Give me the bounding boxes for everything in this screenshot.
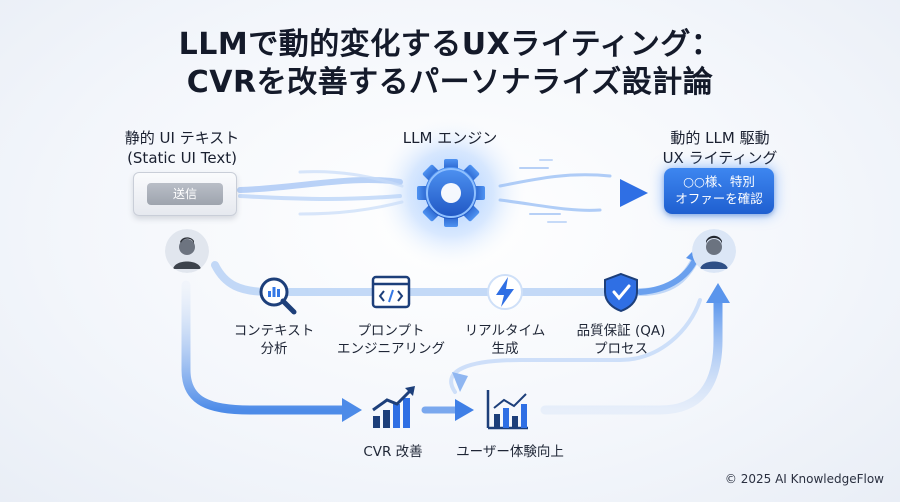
- step-label-prompt-line-1: プロンプト: [357, 323, 425, 339]
- page-title: LLMで動的変化するUXライティング： CVRを改善するパーソナライズ設計論: [0, 26, 900, 102]
- step-label-qa: 品質保証 (QA) プロセス: [556, 322, 686, 358]
- pipeline-tail: [637, 252, 700, 295]
- dynamic-ui-title-line-1: 動的 LLM 駆動: [670, 129, 770, 147]
- code-window-icon: [371, 275, 411, 309]
- send-button[interactable]: 送信: [147, 183, 223, 205]
- outcome-label-ux: ユーザー体験向上: [456, 444, 564, 460]
- feedback-arrow-head: [706, 283, 730, 303]
- step-label-realtime: リアルタイム 生成: [445, 322, 565, 358]
- static-ui-title-line-2: (Static UI Text): [127, 149, 237, 167]
- person-icon: [692, 229, 736, 273]
- step-label-prompt-line-2: エンジニアリング: [337, 341, 445, 357]
- static-ui-card: 送信: [133, 172, 237, 216]
- engine-title: LLM エンジン: [402, 129, 498, 147]
- shield-check-icon: [604, 272, 638, 313]
- step-label-qa-line-1: 品質保証 (QA): [576, 323, 666, 339]
- step-label-context-line-1: コンテキスト: [233, 323, 315, 339]
- outcome-beam: [181, 280, 350, 415]
- dynamic-ui-title: 動的 LLM 駆動 UX ライティング: [645, 128, 795, 168]
- target-user-avatar: [692, 229, 736, 273]
- input-streams: [237, 170, 404, 216]
- outcome-label-cvr: CVR 改善: [363, 444, 423, 460]
- rising-bar-chart-icon: [372, 386, 415, 428]
- gear-icon: [417, 159, 485, 227]
- cvr-to-ux-arrow-head: [455, 399, 474, 421]
- static-user-avatar: [165, 229, 209, 273]
- main-arrow-head: [620, 179, 648, 207]
- magnifier-chart-icon: [259, 277, 297, 315]
- step-label-qa-line-2: プロセス: [594, 341, 648, 357]
- output-streams: [498, 159, 612, 223]
- static-ui-title-line-1: 静的 UI テキスト: [124, 129, 240, 147]
- dynamic-ui-title-line-2: UX ライティング: [662, 149, 778, 167]
- feedback-beam: [540, 295, 723, 415]
- step-label-context: コンテキスト 分析: [214, 322, 334, 358]
- copyright-text: © 2025 AI KnowledgeFlow: [724, 472, 884, 486]
- step-label-prompt: プロンプト エンジニアリング: [326, 322, 456, 358]
- offer-line-1: ○○様、特別: [683, 174, 755, 189]
- return-loop-head: [452, 372, 468, 392]
- outcome-arrow-head: [342, 398, 362, 422]
- person-icon: [165, 229, 209, 273]
- step-label-realtime-line-2: 生成: [491, 341, 519, 357]
- static-ui-title: 静的 UI テキスト (Static UI Text): [112, 128, 252, 168]
- title-line-1: LLMで動的変化するUXライティング：: [178, 27, 722, 62]
- offer-line-2: オファーを確認: [675, 191, 763, 206]
- personalized-offer-button[interactable]: ○○様、特別 オファーを確認: [664, 168, 774, 214]
- title-line-2: CVRを改善するパーソナライズ設計論: [186, 65, 714, 100]
- line-bar-chart-icon: [486, 390, 528, 430]
- lightning-icon: [487, 274, 523, 310]
- step-label-realtime-line-1: リアルタイム: [464, 323, 546, 339]
- step-label-context-line-2: 分析: [260, 341, 288, 357]
